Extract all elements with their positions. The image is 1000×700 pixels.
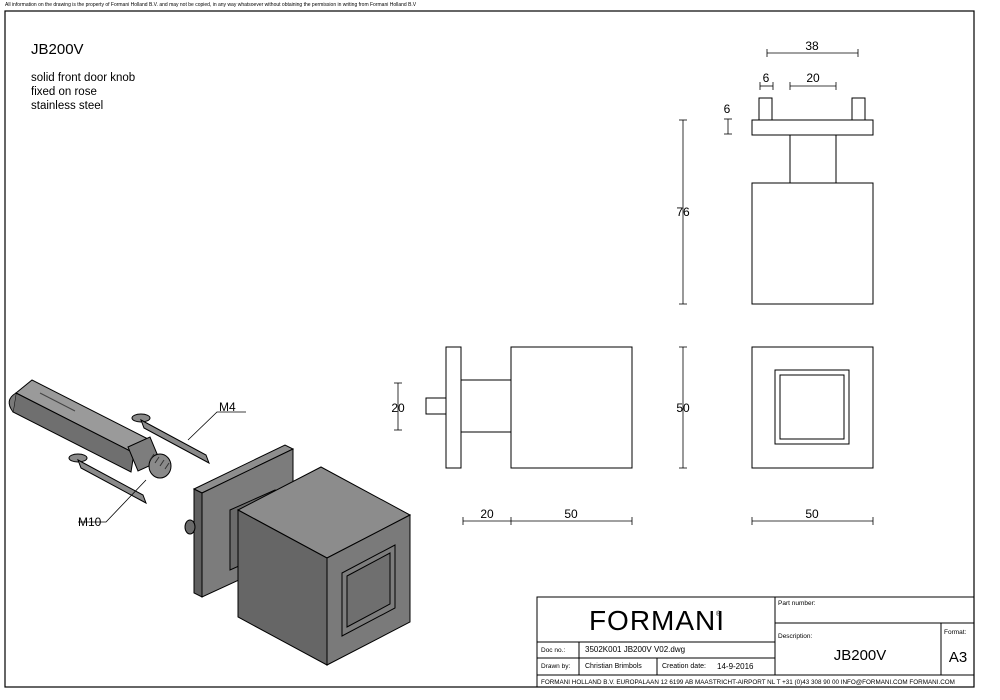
description-line-1: solid front door knob [31, 72, 135, 84]
description-value: JB200V [834, 647, 887, 664]
drawn-by-label: Drawn by: [541, 663, 570, 670]
formani-logo-mark: ® [716, 610, 722, 618]
spindle-illustration [8, 379, 172, 479]
description-line-2: fixed on rose [31, 86, 97, 98]
drawn-by-value: Christian Brimbols [585, 663, 642, 670]
doc-number-label: Doc no.: [541, 647, 565, 654]
front-view [751, 346, 874, 469]
dim-bottom-left: 20 [480, 507, 494, 521]
dimension-lines [394, 49, 874, 525]
knob-cube-illustration [236, 466, 412, 666]
side-view [425, 346, 633, 469]
dim-top-mid: 20 [806, 71, 820, 85]
title-block [536, 596, 975, 688]
part-number-label: Part number: [778, 600, 816, 607]
label-m10: M10 [78, 515, 102, 529]
top-view [751, 97, 874, 305]
dim-side-height: 50 [676, 401, 690, 415]
copyright-notice: All information on the drawing is the pr… [5, 2, 417, 8]
product-title: JB200V [31, 41, 84, 58]
dim-top-left: 6 [763, 71, 770, 85]
dim-bottom-mid: 50 [564, 507, 578, 521]
format-label: Format: [944, 629, 967, 636]
dim-top-overall: 38 [805, 39, 819, 53]
creation-date-value: 14-9-2016 [717, 662, 754, 671]
dim-height-76: 76 [676, 205, 690, 219]
creation-date-label: Creation date: [662, 663, 706, 670]
isometric-view [8, 379, 412, 666]
label-m4: M4 [219, 400, 236, 414]
description-label: Description: [778, 633, 813, 640]
format-value: A3 [949, 649, 967, 666]
dim-top-height: 6 [724, 102, 731, 116]
description-line-3: stainless steel [31, 100, 103, 112]
company-footer: FORMANI HOLLAND B.V. EUROPALAAN 12 6199 … [541, 679, 955, 686]
leader-lines [78, 411, 246, 523]
doc-number-value: 3502K001 JB200V V02.dwg [585, 645, 685, 654]
formani-logo: FORMANI [589, 605, 725, 636]
drawing-frame [4, 10, 975, 688]
screw-m4-illustration [131, 413, 210, 465]
screw-m10-illustration [68, 453, 147, 505]
dim-front-width: 50 [805, 507, 819, 521]
dim-side-spindle: 20 [391, 401, 405, 415]
